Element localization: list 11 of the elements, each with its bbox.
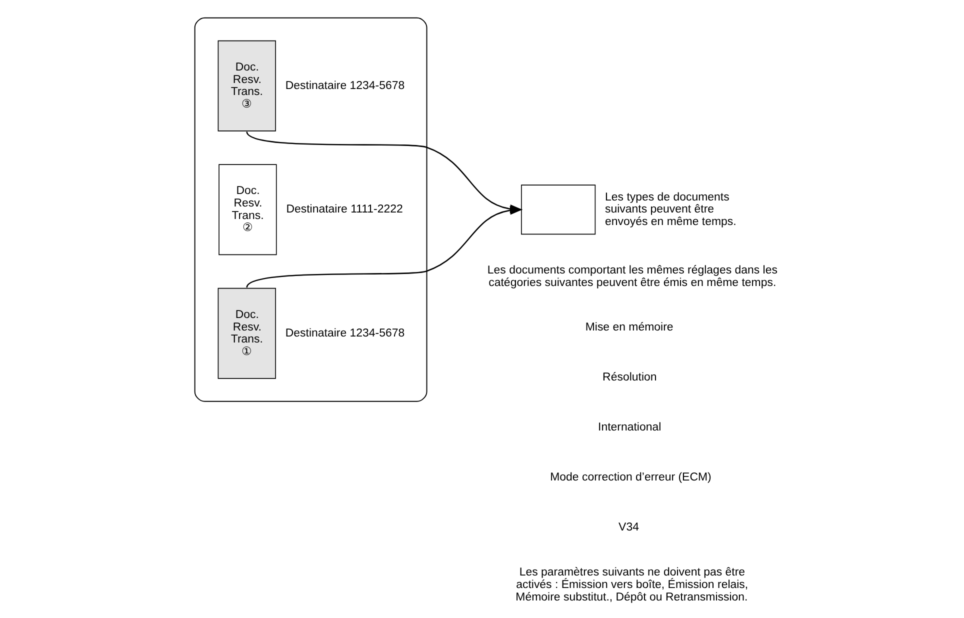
- node-label: Les types de documents suivants peuvent être envoyés en même temps.: [604, 191, 736, 228]
- label: Les documents comportant les mêmes réglages dans les catégories suivantes peuvent être émis en même temps.: [486, 264, 777, 290]
- label: V34: [618, 522, 638, 534]
- label: Mise en mémoire: [584, 322, 673, 334]
- label: Les paramètres suivants ne doivent pas être activés : Émission vers boîte, Émission relais, Mémoire substitut., Dépôt ou Retransmission.: [515, 566, 748, 604]
- node-label: Destinataire 1234-5678: [284, 80, 404, 92]
- label: Mode correction d’erreur (ECM): [550, 472, 711, 484]
- node-label: Destinataire 1111-2222: [286, 204, 402, 216]
- node-label: Destinataire 1234-5678: [284, 327, 404, 340]
- label: International: [598, 422, 661, 434]
- label: Résolution: [602, 372, 656, 384]
